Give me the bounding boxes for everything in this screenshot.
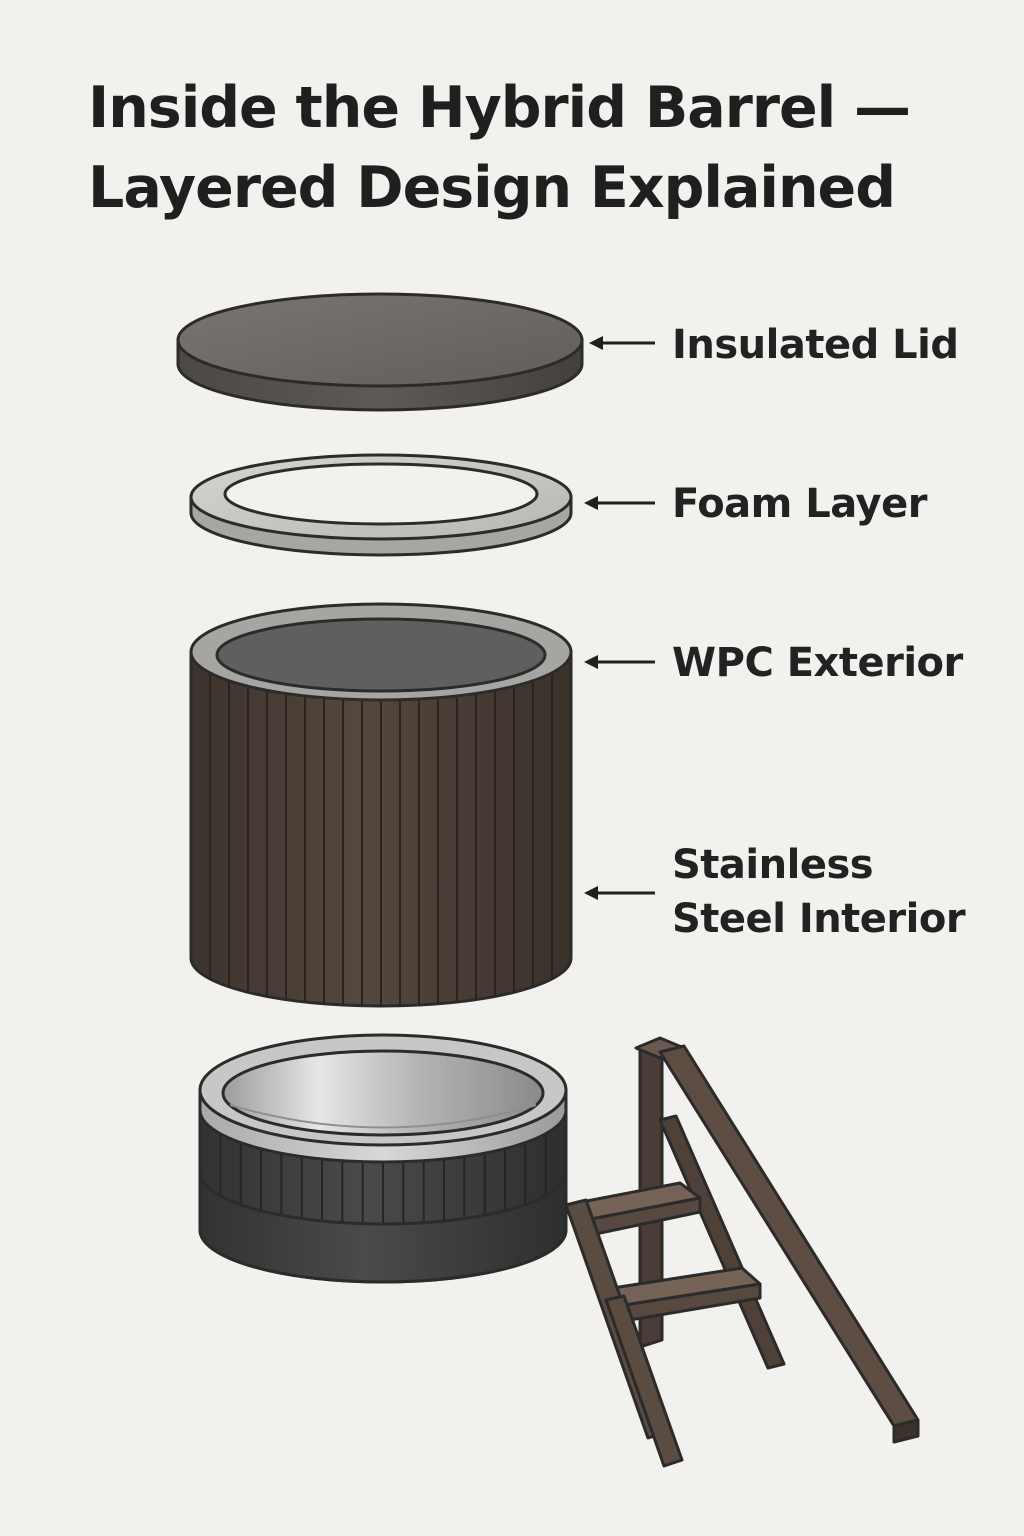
label-foam-layer: Foam Layer [672, 481, 927, 527]
arrow-stainless-steel-interior [584, 886, 655, 900]
wpc-exterior-cylinder [189, 602, 573, 1008]
step-ladder [564, 1036, 920, 1468]
arrow-foam-layer [584, 496, 655, 510]
arrow-wpc-exterior [584, 655, 655, 669]
stainless-steel-barrel [198, 1033, 568, 1284]
label-steel-line-2: Steel Interior [672, 896, 966, 942]
callout-arrows [584, 336, 655, 900]
wpc-slats [209, 672, 553, 1006]
title-line-1: Inside the Hybrid Barrel — [88, 75, 911, 141]
insulated-lid [176, 292, 584, 412]
title-line-2: Layered Design Explained [88, 155, 896, 221]
barrel-slats [219, 1133, 547, 1224]
label-wpc-exterior: WPC Exterior [672, 640, 963, 686]
arrow-insulated-lid [589, 336, 655, 350]
label-stainless-steel-interior: Stainless Steel Interior [672, 838, 966, 946]
label-insulated-lid: Insulated Lid [672, 322, 959, 368]
foam-layer-ring [189, 453, 573, 557]
page-title: Inside the Hybrid Barrel — Layered Desig… [88, 68, 988, 228]
label-steel-line-1: Stainless [672, 842, 874, 888]
